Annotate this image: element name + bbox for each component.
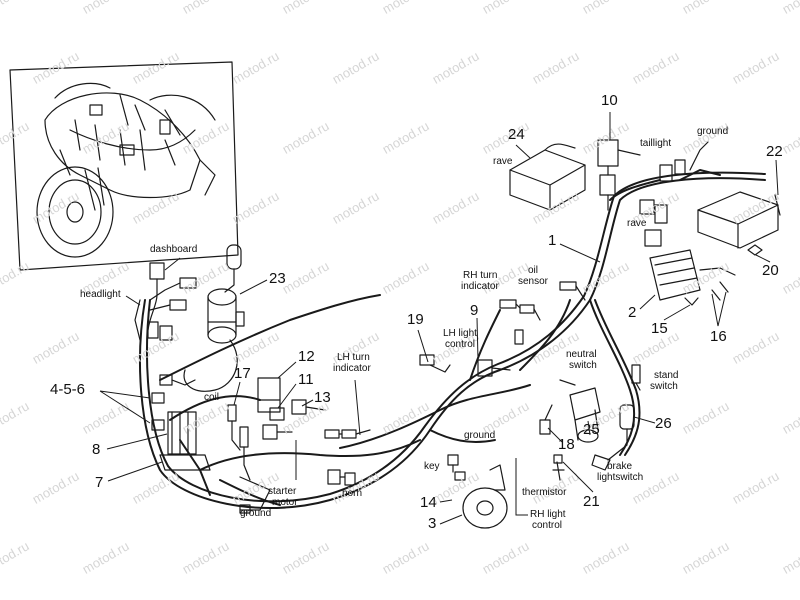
part-number-9: 9 <box>470 302 479 319</box>
part-number-17: 17 <box>234 365 251 382</box>
horn-part <box>454 464 508 529</box>
part-number-4-5-6: 4-5-6 <box>50 381 86 398</box>
part-number-14: 14 <box>420 494 437 511</box>
part-number-23: 23 <box>269 270 286 287</box>
part-number-7: 7 <box>95 474 104 491</box>
part-number-13: 13 <box>314 389 331 406</box>
key-connector <box>447 454 459 473</box>
label-stand-line1: stand <box>654 370 679 381</box>
ignition-switch <box>183 244 245 392</box>
label-oil-line2: sensor <box>518 276 549 287</box>
rave-unit-24 <box>509 143 586 211</box>
part-number-3: 3 <box>428 515 437 532</box>
taillight-connectors <box>639 141 709 247</box>
label-rh-turn-line2: indicator <box>461 281 499 292</box>
neutral-switch <box>559 379 601 443</box>
label-rh-light-line1: RH light <box>530 509 566 520</box>
label-taillight: taillight <box>640 138 672 149</box>
relays <box>257 377 326 440</box>
part-number-19: 19 <box>407 311 424 328</box>
part-number-20: 20 <box>762 262 779 279</box>
label-starter-line2: motor <box>272 497 298 508</box>
label-ground-bottom: ground <box>240 508 272 519</box>
lh-turn-connectors <box>324 429 371 439</box>
label-neutral-line1: neutral <box>566 349 597 360</box>
label-rave-mid: rave <box>627 218 647 229</box>
part-number-1: 1 <box>548 232 557 249</box>
part-number-11: 11 <box>298 371 314 388</box>
regulator <box>649 249 736 306</box>
label-ground-top: ground <box>697 126 729 137</box>
part-number-8: 8 <box>92 441 101 458</box>
dashboard-connectors <box>134 262 197 341</box>
label-lh-turn-line1: LH turn <box>337 352 370 363</box>
label-rh-light-line2: control <box>532 520 563 531</box>
control-unit-20 <box>697 191 781 256</box>
label-neutral-line2: switch <box>569 360 597 371</box>
label-coil: coil <box>204 392 220 403</box>
label-horn: horn <box>342 488 363 499</box>
coil <box>227 404 251 481</box>
label-rave-top: rave <box>493 156 513 167</box>
part-number-22: 22 <box>766 143 783 160</box>
part-number-21: 21 <box>583 493 600 510</box>
part-number-24: 24 <box>508 126 525 143</box>
label-brake-line2: lightswitch <box>597 472 644 483</box>
label-dashboard: dashboard <box>150 244 198 255</box>
part-number-12: 12 <box>298 348 315 365</box>
part-number-15: 15 <box>651 320 668 337</box>
label-ground-mid: ground <box>464 430 496 441</box>
part-number-2: 2 <box>628 304 637 321</box>
label-brake-line1: brake <box>607 461 633 472</box>
motorcycle-inset <box>9 61 239 271</box>
label-lh-light-line1: LH light <box>443 328 477 339</box>
part-number-26: 26 <box>655 415 672 432</box>
rave-connector-10 <box>597 139 641 211</box>
label-starter-line1: starter <box>268 486 297 497</box>
label-stand-line2: switch <box>650 381 678 392</box>
label-key: key <box>424 461 440 472</box>
small-sensors <box>539 404 565 481</box>
stand-switch-connector <box>631 364 641 391</box>
label-headlight: headlight <box>80 289 121 300</box>
part-number-18: 18 <box>558 436 575 453</box>
starter-connectors <box>239 469 356 514</box>
label-thermistor: thermistor <box>522 487 567 498</box>
rh-turn-connectors <box>499 281 586 321</box>
label-lh-turn-line2: indicator <box>333 363 371 374</box>
part-number-10: 10 <box>601 92 618 109</box>
part-number-16: 16 <box>710 328 727 345</box>
label-oil-line1: oil <box>528 265 539 276</box>
label-lh-light-line2: control <box>445 339 476 350</box>
relay-connectors <box>151 374 211 471</box>
part-number-25: 25 <box>583 421 600 438</box>
main-harness <box>139 169 766 510</box>
label-rh-turn-line1: RH turn <box>463 270 498 281</box>
